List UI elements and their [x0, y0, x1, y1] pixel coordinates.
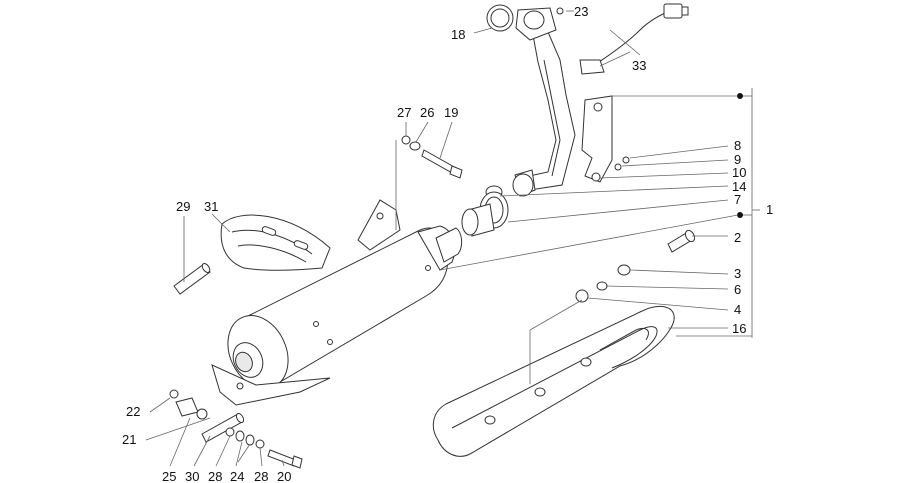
label-23: 23 — [574, 4, 588, 19]
label-9: 9 — [734, 152, 741, 167]
label-24: 24 — [230, 469, 244, 483]
nut-22 — [169, 389, 179, 399]
spacer-30 — [201, 412, 245, 443]
callout-labels: 18 23 33 27 26 19 8 9 10 14 7 1 2 3 6 4 … — [122, 4, 773, 483]
label-29: 29 — [176, 199, 190, 214]
washer-26 — [409, 141, 421, 151]
washer-27 — [401, 135, 411, 145]
label-27: 27 — [397, 105, 411, 120]
label-10: 10 — [732, 165, 746, 180]
label-33: 33 — [632, 58, 646, 73]
leader-lines — [145, 10, 760, 467]
washer-28a — [225, 427, 235, 437]
sleeve — [461, 203, 495, 237]
label-16: 16 — [732, 321, 746, 336]
label-25: 25 — [162, 469, 176, 483]
bolt-20 — [267, 449, 303, 469]
label-4: 4 — [734, 302, 741, 317]
silencer — [211, 199, 463, 406]
rubber-4 — [575, 289, 589, 303]
washer-9 — [614, 163, 622, 171]
bracket-21 — [175, 397, 199, 417]
screw-2 — [667, 229, 696, 253]
washer-25 — [196, 408, 208, 420]
washer-28b — [255, 439, 265, 449]
bolt-19 — [421, 149, 463, 179]
spacer-tube — [173, 263, 211, 295]
gasket-ring — [486, 4, 514, 32]
label-28-left: 28 — [208, 469, 222, 483]
label-20: 20 — [277, 469, 291, 483]
label-18: 18 — [451, 27, 465, 42]
label-28-right: 28 — [254, 469, 268, 483]
silencer-shield — [220, 214, 331, 271]
label-1: 1 — [766, 202, 773, 217]
flange — [515, 7, 564, 41]
washer-24b — [245, 434, 255, 446]
label-22: 22 — [126, 404, 140, 419]
label-21: 21 — [122, 432, 136, 447]
lambda-sensor — [579, 3, 689, 75]
label-2: 2 — [734, 230, 741, 245]
washer-3 — [617, 264, 631, 276]
label-6: 6 — [734, 282, 741, 297]
label-19: 19 — [444, 105, 458, 120]
washer-24a — [235, 430, 245, 442]
label-7: 7 — [734, 192, 741, 207]
muffler-guard — [432, 305, 675, 457]
label-31: 31 — [204, 199, 218, 214]
pipe-bracket — [581, 95, 613, 183]
bushing-6 — [596, 281, 608, 291]
screw-8 — [622, 156, 630, 164]
label-26: 26 — [420, 105, 434, 120]
label-3: 3 — [734, 266, 741, 281]
header-pipe — [485, 31, 576, 199]
label-8: 8 — [734, 138, 741, 153]
label-14: 14 — [732, 179, 746, 194]
label-30: 30 — [185, 469, 199, 483]
